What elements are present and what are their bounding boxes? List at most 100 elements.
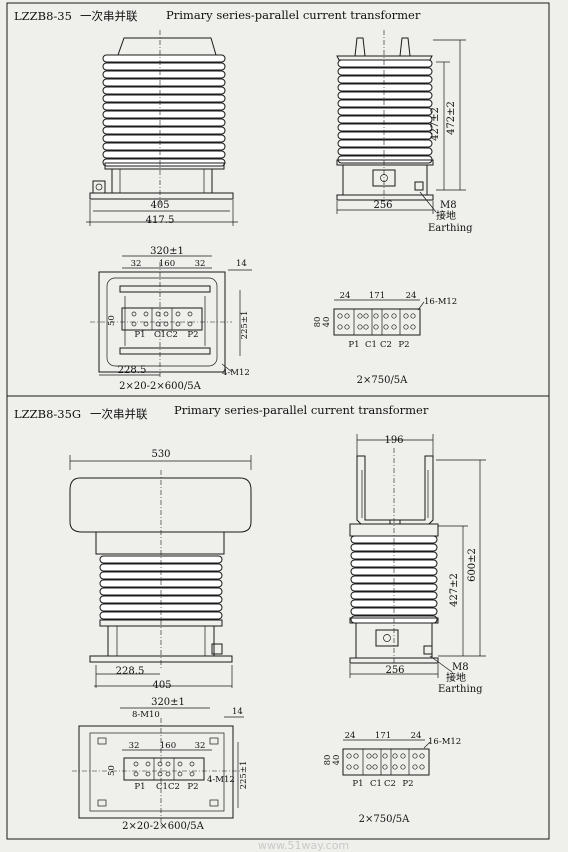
bolt-hole xyxy=(357,313,363,319)
bolt-hole xyxy=(157,761,163,767)
bolt-hole xyxy=(155,311,161,317)
model-label: LZZB8-35G xyxy=(14,407,81,421)
bolt-hole xyxy=(353,764,359,770)
terminal-bar xyxy=(123,757,205,781)
bolt-hole xyxy=(366,764,372,770)
bolt-hole xyxy=(155,321,161,327)
bolt-hole xyxy=(344,324,350,330)
dim-228-5: 228.5 xyxy=(118,365,147,376)
plan-view: 320±1 32 160 32 14 225±1 50 228.5 4-M12 … xyxy=(90,246,252,392)
dim-225: 225±1 xyxy=(239,761,249,790)
dim-417-5: 417.5 xyxy=(146,215,175,226)
svg-text:C1: C1 xyxy=(154,330,166,340)
svg-text:32: 32 xyxy=(131,259,142,269)
terminal-bar xyxy=(121,307,203,331)
bolt-16-m12: 16-M12 xyxy=(424,297,457,307)
bolt-hole xyxy=(357,324,363,330)
bolt-hole xyxy=(400,764,406,770)
insulator-fin xyxy=(102,62,226,71)
svg-text:40: 40 xyxy=(332,755,342,766)
insulator-fin xyxy=(102,54,226,63)
bolt-hole xyxy=(391,313,397,319)
svg-text:24: 24 xyxy=(411,731,422,741)
insulator-fin xyxy=(102,126,226,135)
svg-text:24: 24 xyxy=(345,731,356,741)
insulator-fin xyxy=(337,115,433,124)
bolt-m8: M8 xyxy=(452,662,469,673)
terminal-view: 24 171 24 16-M12 80 40 P1 C1 C2 P2 2×750… xyxy=(323,731,461,825)
insulator-fin xyxy=(102,150,226,159)
bolt-hole xyxy=(363,313,369,319)
dim-600: 600±2 xyxy=(467,548,478,582)
bolt-hole xyxy=(346,764,352,770)
front-view: 530 228.5 405 xyxy=(69,449,252,691)
bolt-hole xyxy=(145,771,151,777)
terminal-detail xyxy=(333,308,421,336)
earth-cn: 接地 xyxy=(446,671,466,684)
insulator-fin xyxy=(102,134,226,143)
bolt-hole xyxy=(392,753,398,759)
insulator-fin xyxy=(337,75,433,84)
bolt-hole xyxy=(344,313,350,319)
terminal-caption: 2×750/5A xyxy=(359,814,411,825)
dim-405: 405 xyxy=(152,680,171,691)
bolt-hole xyxy=(366,753,372,759)
bolt-hole xyxy=(373,324,379,330)
head-cap xyxy=(69,477,252,533)
terminal-caption: 2×750/5A xyxy=(357,375,409,386)
bolt-hole xyxy=(189,761,195,767)
svg-text:80: 80 xyxy=(323,755,333,766)
bolt-hole xyxy=(177,761,183,767)
bolt-hole xyxy=(165,771,171,777)
insulator-fin xyxy=(102,78,226,87)
cn-title: 一次串并联 xyxy=(80,9,138,23)
bolt-hole xyxy=(175,311,181,317)
plan-caption: 2×20-2×600/5A xyxy=(119,381,201,392)
insulator-fin xyxy=(102,110,226,119)
bolt-hole xyxy=(383,324,389,330)
svg-text:40: 40 xyxy=(322,317,332,328)
svg-text:C2: C2 xyxy=(380,340,392,350)
section-lzzb8-35g: LZZB8-35G 一次串并联 Primary series-parallel … xyxy=(14,403,486,832)
svg-text:C2: C2 xyxy=(384,779,396,789)
bolt-hole xyxy=(131,321,137,327)
svg-text:14: 14 xyxy=(232,707,243,717)
bolt-hole xyxy=(157,771,163,777)
svg-text:C2: C2 xyxy=(166,330,178,340)
side-view: 196 427±2 600±2 256 M8 xyxy=(349,434,486,695)
en-title: Primary series-parallel current transfor… xyxy=(166,8,421,22)
svg-text:P1: P1 xyxy=(348,340,359,350)
svg-text:50: 50 xyxy=(107,765,117,776)
svg-text:171: 171 xyxy=(375,731,391,741)
en-title: Primary series-parallel current transfor… xyxy=(174,403,429,417)
insulator-ribs xyxy=(337,59,433,164)
svg-text:C1: C1 xyxy=(365,340,377,350)
svg-text:P1: P1 xyxy=(352,779,363,789)
bolt-hole xyxy=(410,324,416,330)
bolt-hole xyxy=(163,321,169,327)
bolt-hole xyxy=(165,761,171,767)
svg-text:P2: P2 xyxy=(402,779,413,789)
bolt-hole xyxy=(133,761,139,767)
bolt-m8: M8 xyxy=(440,200,457,211)
insulator-fin xyxy=(337,83,433,92)
svg-text:160: 160 xyxy=(159,259,175,269)
bolt-hole xyxy=(382,764,388,770)
bolt-hole xyxy=(412,764,418,770)
insulator-fin xyxy=(337,67,433,76)
bolt-hole xyxy=(403,324,409,330)
primary-terminal-block xyxy=(121,307,203,331)
base-plate xyxy=(89,192,234,200)
bolt-hole xyxy=(391,324,397,330)
bolt-hole xyxy=(189,771,195,777)
svg-text:P2: P2 xyxy=(398,340,409,350)
bolt-8-m10: 8-M10 xyxy=(132,710,160,720)
bolt-hole xyxy=(382,753,388,759)
dim-196: 196 xyxy=(384,435,403,446)
front-view: 405 417.5 xyxy=(86,30,238,226)
svg-text:C2: C2 xyxy=(168,782,180,792)
bolt-hole xyxy=(392,764,398,770)
plan-caption: 2×20-2×600/5A xyxy=(122,821,204,832)
bolt-hole xyxy=(143,311,149,317)
dim-320: 320±1 xyxy=(150,246,184,257)
